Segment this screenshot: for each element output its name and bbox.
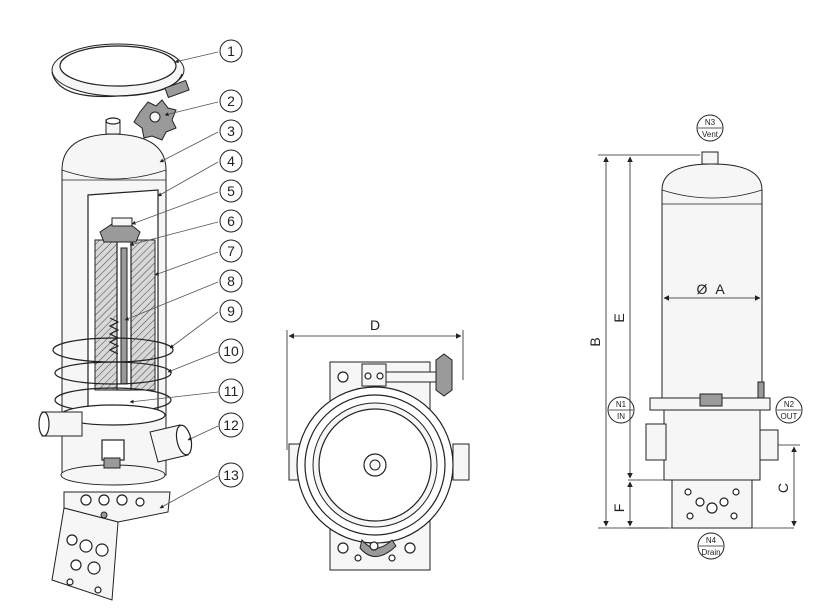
svg-text:N3: N3 bbox=[705, 118, 716, 127]
filter-cartridge bbox=[94, 217, 156, 391]
svg-text:12: 12 bbox=[223, 417, 239, 433]
nozzle-n2: N2 OUT bbox=[775, 396, 803, 424]
svg-text:IN: IN bbox=[617, 412, 625, 421]
callout-4: 4 bbox=[219, 149, 243, 173]
callout-2: 2 bbox=[219, 89, 243, 113]
callout-3: 3 bbox=[219, 119, 243, 143]
callout-8: 8 bbox=[219, 269, 243, 293]
svg-text:A: A bbox=[715, 281, 725, 297]
legs bbox=[671, 479, 753, 529]
clamp-ring bbox=[51, 43, 190, 99]
callout-9: 9 bbox=[219, 299, 243, 323]
dimension-b: B bbox=[587, 154, 700, 529]
callout-6: 6 bbox=[219, 209, 243, 233]
callout-13: 13 bbox=[218, 462, 244, 488]
svg-text:13: 13 bbox=[223, 467, 239, 483]
nozzle-n4: N4 Drain bbox=[697, 532, 725, 560]
callout-10: 10 bbox=[218, 338, 244, 364]
side-elevation: N3 Vent Ø A bbox=[587, 114, 803, 560]
dimension-e: E bbox=[611, 156, 664, 481]
svg-text:5: 5 bbox=[227, 183, 235, 199]
svg-text:Vent: Vent bbox=[702, 130, 719, 139]
svg-text:N2: N2 bbox=[784, 400, 795, 409]
svg-text:6: 6 bbox=[227, 213, 235, 229]
star-knob bbox=[133, 99, 177, 141]
svg-text:B: B bbox=[587, 337, 603, 346]
svg-text:4: 4 bbox=[227, 153, 235, 169]
callout-balloons: 1 2 3 4 5 6 7 8 9 10 11 12 13 bbox=[218, 39, 244, 488]
nozzle-n3: N3 Vent bbox=[696, 114, 724, 142]
svg-text:E: E bbox=[611, 313, 627, 322]
exploded-view: 1 2 3 4 5 6 7 8 9 10 11 12 13 bbox=[38, 39, 244, 601]
svg-text:N4: N4 bbox=[706, 536, 717, 545]
svg-text:Ø: Ø bbox=[697, 281, 708, 297]
svg-text:3: 3 bbox=[227, 123, 235, 139]
svg-text:Drain: Drain bbox=[701, 548, 720, 557]
callout-12: 12 bbox=[218, 412, 244, 438]
svg-text:N1: N1 bbox=[616, 400, 627, 409]
dimension-f: F bbox=[611, 481, 633, 527]
svg-text:11: 11 bbox=[224, 383, 239, 399]
o-rings bbox=[52, 337, 174, 413]
callout-5: 5 bbox=[219, 179, 243, 203]
mounting-bracket bbox=[51, 491, 171, 601]
svg-text:8: 8 bbox=[227, 273, 235, 289]
callout-11: 11 bbox=[218, 378, 244, 404]
svg-text:F: F bbox=[611, 504, 627, 513]
svg-text:9: 9 bbox=[227, 303, 235, 319]
callout-7: 7 bbox=[219, 239, 243, 263]
dimension-d: D bbox=[286, 317, 464, 450]
dimension-c: C bbox=[775, 444, 800, 527]
svg-text:D: D bbox=[370, 317, 380, 333]
svg-text:C: C bbox=[775, 483, 791, 493]
callout-1: 1 bbox=[219, 39, 243, 63]
svg-text:1: 1 bbox=[227, 43, 235, 59]
svg-text:10: 10 bbox=[223, 343, 239, 359]
top-knob bbox=[435, 353, 453, 397]
shell bbox=[661, 163, 763, 399]
leader-lines bbox=[124, 51, 219, 509]
svg-text:OUT: OUT bbox=[781, 412, 798, 421]
top-view: D bbox=[286, 317, 470, 571]
svg-text:2: 2 bbox=[227, 93, 235, 109]
lower-body bbox=[38, 404, 193, 486]
svg-text:7: 7 bbox=[227, 243, 235, 259]
